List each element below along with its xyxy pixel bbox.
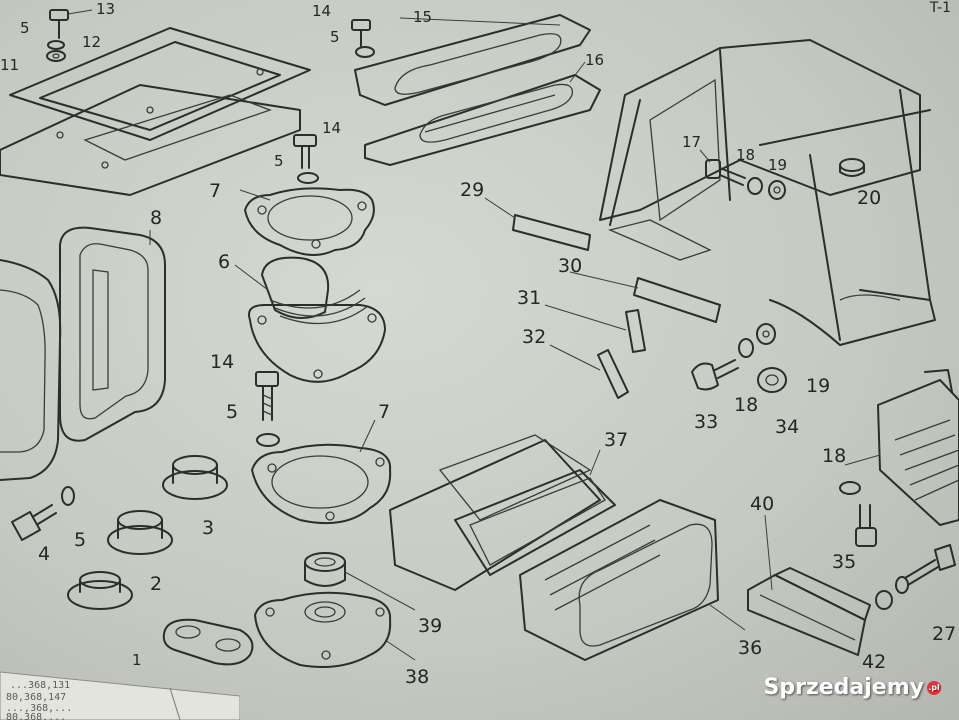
callout-36: 36 xyxy=(738,637,762,659)
callout-35: 35 xyxy=(832,551,856,573)
rubber-mount-20 xyxy=(839,158,865,177)
callout-18: 18 xyxy=(736,146,755,164)
washer-18c xyxy=(839,481,861,495)
callout-18: 18 xyxy=(734,394,758,416)
bearing-cap-38 xyxy=(254,591,392,668)
gasket-16 xyxy=(364,74,601,166)
callout-27: 27 xyxy=(932,623,956,645)
callout-1: 1 xyxy=(132,651,142,669)
callout-20: 20 xyxy=(857,187,881,209)
step-ladder xyxy=(877,369,959,526)
bolt-14-mid xyxy=(293,134,319,184)
callout-14: 14 xyxy=(210,351,234,373)
sheet-line-1: ...368,131 xyxy=(10,680,70,691)
bolt-13 xyxy=(46,9,69,62)
callout-16: 16 xyxy=(585,51,604,69)
callout-8: 8 xyxy=(150,207,162,229)
callout-30: 30 xyxy=(558,255,582,277)
sheet-line-3: ...,368,... xyxy=(6,703,72,714)
callout-34: 34 xyxy=(775,416,799,438)
double-gasket-1 xyxy=(162,618,254,666)
callout-7: 7 xyxy=(209,180,221,202)
sheet-line-2: 80,368,147 xyxy=(6,692,66,703)
cab-frame xyxy=(599,39,936,346)
callout-13: 13 xyxy=(96,0,115,18)
bellows-housing-6 xyxy=(248,256,386,383)
bushing-3 xyxy=(107,510,173,555)
bolt-35 xyxy=(855,504,877,547)
bar-32 xyxy=(597,349,629,399)
callout-15: 15 xyxy=(413,8,432,26)
duct-37 xyxy=(389,434,616,591)
bar-29 xyxy=(512,214,591,251)
callout-31: 31 xyxy=(517,287,541,309)
callout-5: 5 xyxy=(330,28,340,46)
callout-14: 14 xyxy=(312,2,331,20)
callout-5: 5 xyxy=(20,19,30,37)
callout-29: 29 xyxy=(460,179,484,201)
callout-39: 39 xyxy=(418,615,442,637)
leader-lines xyxy=(67,9,881,661)
bolt-33 xyxy=(691,359,739,391)
callout-19: 19 xyxy=(768,156,787,174)
overlapping-paper-sheet: ...368,131 80,368,147 ...,368,... 80,368… xyxy=(0,660,240,720)
bolt-27 xyxy=(895,544,956,594)
callout-4: 4 xyxy=(38,543,50,565)
flange-7-top xyxy=(244,187,375,256)
bushing-3-top xyxy=(162,455,228,500)
callout-7: 7 xyxy=(378,401,390,423)
spacer-34 xyxy=(757,367,787,393)
gasket-15 xyxy=(354,14,591,106)
callout-12: 12 xyxy=(82,33,101,51)
callout-5: 5 xyxy=(226,401,238,423)
bracket-40 xyxy=(747,567,871,656)
callout-14: 14 xyxy=(322,119,341,137)
washer-18b xyxy=(738,338,754,358)
washer-19b xyxy=(756,323,776,345)
callout-5: 5 xyxy=(274,152,284,170)
bolt-14-lower xyxy=(255,371,280,447)
callout-11: 11 xyxy=(0,56,19,74)
callout-17: 17 xyxy=(682,133,701,151)
cover-plate-assembly xyxy=(0,27,311,196)
bolt-4 xyxy=(11,486,75,541)
bolt-14-top xyxy=(351,19,375,58)
callout-32: 32 xyxy=(522,326,546,348)
callout-40: 40 xyxy=(750,493,774,515)
side-frame-left xyxy=(0,259,62,481)
callout-5: 5 xyxy=(74,529,86,551)
sheet-code: T-1 xyxy=(929,0,951,16)
watermark-text: Sprzedajemy xyxy=(763,675,925,700)
sheet-line-4: 80,368,... xyxy=(6,712,66,720)
washer-42 xyxy=(875,590,893,610)
gasket-8 xyxy=(59,226,166,442)
callout-19: 19 xyxy=(806,375,830,397)
callout-labels: 13 5 12 11 14 5 15 16 14 5 7 8 6 14 5 7 … xyxy=(0,0,956,688)
callout-18: 18 xyxy=(822,445,846,467)
bushing-2 xyxy=(67,571,133,610)
callout-2: 2 xyxy=(150,573,162,595)
bar-31 xyxy=(625,309,646,353)
duct-36 xyxy=(519,499,719,661)
seal-39 xyxy=(304,552,346,587)
callout-6: 6 xyxy=(218,251,230,273)
callout-42: 42 xyxy=(862,651,886,673)
callout-38: 38 xyxy=(405,666,429,688)
sprzedajemy-watermark: Sprzedajemy.pl xyxy=(763,675,941,700)
bolt-17 xyxy=(705,159,786,200)
bar-30 xyxy=(633,277,721,323)
flange-7-lower xyxy=(251,443,392,525)
watermark-badge: .pl xyxy=(927,680,941,695)
callout-33: 33 xyxy=(694,411,718,433)
callout-3: 3 xyxy=(202,517,214,539)
callout-37: 37 xyxy=(604,429,628,451)
